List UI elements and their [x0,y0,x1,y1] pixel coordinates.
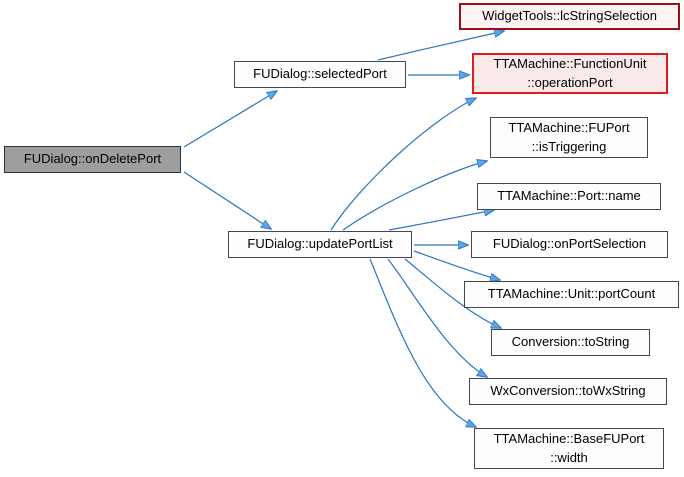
node-fudialog-selectedport[interactable]: FUDialog::selectedPort [234,61,406,88]
node-ttamachine-basefuport-width[interactable]: TTAMachine::BaseFUPort ::width [474,428,664,469]
edge-selectedport-lcstringselection [377,31,504,61]
edge-updateportlist-tostring [404,258,501,328]
node-wxconversion-towxstring[interactable]: WxConversion::toWxString [469,378,667,405]
node-ttamachine-port-name[interactable]: TTAMachine::Port::name [477,183,661,210]
node-widgettools-lcstringselection[interactable]: WidgetTools::lcStringSelection [459,3,680,30]
node-fudialog-updateportlist[interactable]: FUDialog::updatePortList [228,231,412,258]
node-ttamachine-fuport-istriggering[interactable]: TTAMachine::FUPort ::isTriggering [490,117,648,158]
edge-updateportlist-istriggering [342,161,487,231]
edge-updateportlist-operationport [330,98,476,231]
edge-ondeleteport-updateportlist [183,171,271,229]
node-ttamachine-functionunit-operationport[interactable]: TTAMachine::FunctionUnit ::operationPort [472,53,668,94]
node-fudialog-ondeleteport[interactable]: FUDialog::onDeletePort [4,146,181,173]
edge-updateportlist-width [369,258,476,427]
node-fudialog-onportselection[interactable]: FUDialog::onPortSelection [471,231,668,258]
node-conversion-tostring[interactable]: Conversion::toString [491,329,650,356]
edge-updateportlist-portcount [413,250,500,280]
edge-ondeleteport-selectedport [183,91,277,148]
node-ttamachine-unit-portcount[interactable]: TTAMachine::Unit::portCount [464,281,679,308]
edge-updateportlist-towxstring [387,258,487,377]
edge-updateportlist-portname [388,210,494,231]
